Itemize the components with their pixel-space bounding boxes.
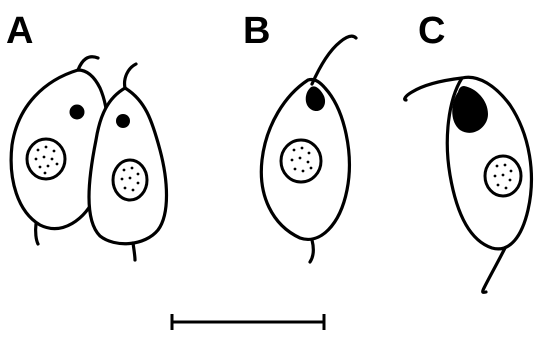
posterior-stalk (310, 240, 313, 262)
posterior-stalk (483, 248, 505, 292)
flagellum (78, 57, 98, 70)
panel-c-cell (405, 77, 532, 292)
posterior-stalk (133, 243, 135, 260)
nucleus (281, 140, 321, 182)
granule (116, 114, 130, 128)
panel-b-cell (261, 36, 356, 262)
nucleus (113, 160, 147, 200)
posterior-stalk (36, 224, 38, 244)
flagellum (125, 64, 136, 88)
granule (70, 105, 85, 120)
flagellum (312, 36, 356, 84)
panel-a-cells (11, 57, 166, 260)
scale-bar (172, 314, 324, 330)
